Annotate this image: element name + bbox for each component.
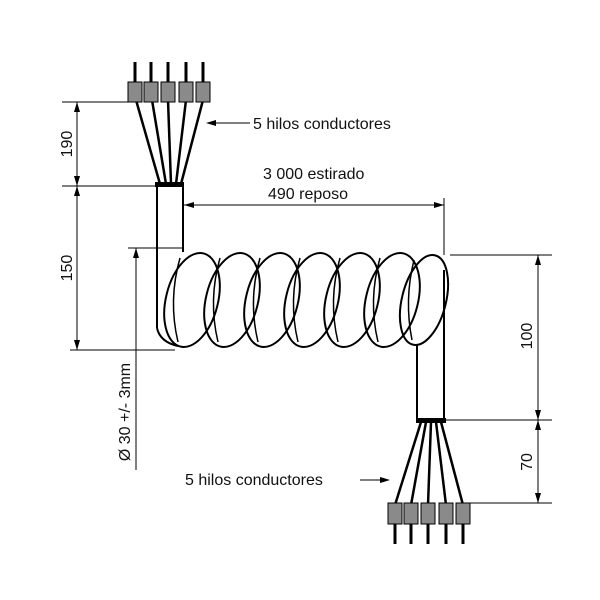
label-wires-bottom: 5 hilos conductores bbox=[185, 472, 323, 489]
bottom-sheath-end bbox=[416, 418, 446, 423]
coil-turn-3 bbox=[243, 252, 301, 348]
dim-70-arrow-bottom bbox=[535, 493, 541, 503]
dim-length-arrow-left bbox=[184, 202, 194, 208]
top-ferrule-3 bbox=[160, 81, 176, 103]
dim-70-arrow-top bbox=[535, 420, 541, 430]
top-wire-3 bbox=[166, 99, 173, 185]
bottom-ferrule-5 bbox=[455, 502, 471, 525]
coil-stroke-3 bbox=[252, 257, 261, 343]
coil-turn-2 bbox=[203, 252, 261, 348]
top-sheath-end bbox=[155, 182, 184, 187]
top-ferrules bbox=[127, 81, 211, 103]
bottom-wire-4 bbox=[434, 421, 448, 506]
top-wire-harness bbox=[127, 62, 211, 187]
callout-top-arrow bbox=[206, 120, 216, 126]
top-wire-4 bbox=[174, 99, 188, 185]
label-dim-190: 190 bbox=[59, 131, 76, 158]
label-dim-100: 100 bbox=[519, 323, 536, 350]
coil-stroke-7 bbox=[407, 259, 415, 341]
dim-150-arrow-bottom bbox=[74, 340, 80, 350]
coil-stroke-2 bbox=[212, 257, 221, 343]
top-wires bbox=[134, 99, 205, 185]
bottom-ferrule-1 bbox=[387, 502, 403, 525]
label-wires-top: 5 hilos conductores bbox=[253, 116, 391, 133]
top-straight-section bbox=[156, 186, 184, 328]
label-rest: 490 reposo bbox=[268, 186, 348, 203]
bottom-ferrule-3 bbox=[420, 502, 436, 525]
coil-stroke-1 bbox=[172, 257, 181, 343]
bottom-wire-2 bbox=[409, 421, 428, 506]
bottom-wire-5 bbox=[439, 421, 465, 506]
bottom-wire-1 bbox=[393, 421, 423, 506]
coil-stroke-4 bbox=[292, 257, 301, 343]
dim-100-arrow-top bbox=[535, 255, 541, 265]
top-wire-tips bbox=[133, 62, 205, 82]
coil-stroke-5 bbox=[332, 257, 341, 343]
bottom-ferrules bbox=[387, 502, 471, 525]
dim-diameter-arrow bbox=[133, 248, 139, 258]
coil-turn-6 bbox=[363, 252, 421, 348]
coil-turn-4 bbox=[283, 252, 341, 348]
coil bbox=[156, 252, 450, 348]
coil-turn-1 bbox=[163, 252, 221, 348]
bottom-ferrule-2 bbox=[403, 502, 419, 525]
top-wire-2 bbox=[150, 99, 168, 185]
bottom-ferrule-4 bbox=[438, 502, 454, 525]
top-ferrule-2 bbox=[143, 81, 159, 103]
dim-190-arrow-top bbox=[74, 102, 80, 112]
top-wire-1 bbox=[134, 99, 162, 185]
label-stretched: 3 000 estirado bbox=[263, 166, 365, 183]
label-dim-150: 150 bbox=[59, 255, 76, 282]
coil-inner-strokes bbox=[172, 257, 415, 343]
bottom-wire-3 bbox=[426, 421, 433, 506]
coil-entry bbox=[156, 327, 179, 347]
top-ferrule-1 bbox=[127, 81, 143, 103]
coil-stroke-6 bbox=[372, 257, 381, 343]
dimension-lines bbox=[62, 101, 552, 504]
labels: 5 hilos conductores 5 hilos conductores … bbox=[59, 116, 536, 489]
coil-turn-7 bbox=[398, 254, 450, 346]
top-ferrule-5 bbox=[195, 81, 211, 103]
callout-bottom-arrow bbox=[380, 477, 390, 483]
dim-length-arrow-right bbox=[434, 202, 444, 208]
bottom-wires bbox=[393, 421, 465, 506]
bottom-wire-tips bbox=[393, 524, 465, 544]
top-ferrule-4 bbox=[178, 81, 194, 103]
dim-190-arrow-bottom bbox=[74, 176, 80, 186]
bottom-straight-section bbox=[416, 270, 446, 423]
bottom-wire-harness bbox=[387, 421, 471, 544]
dim-100-arrow-bottom bbox=[535, 410, 541, 420]
dim-150-arrow-top bbox=[74, 186, 80, 196]
top-wire-5 bbox=[179, 99, 205, 185]
label-dim-70: 70 bbox=[519, 453, 536, 471]
coil-turn-5 bbox=[323, 252, 381, 348]
label-dim-diameter: Ø 30 +/- 3mm bbox=[117, 363, 134, 461]
